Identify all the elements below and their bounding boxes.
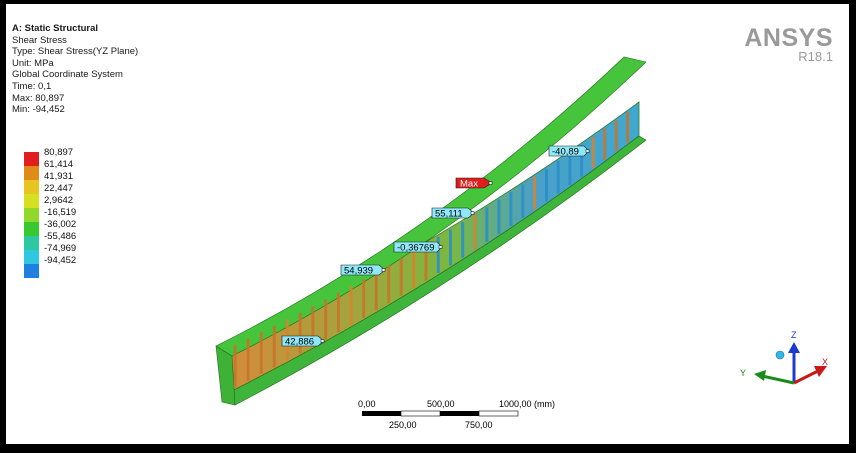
x-axis-arrow-icon [814, 366, 827, 377]
max-probe-label[interactable]: Max [455, 177, 493, 190]
legend-label: 61,414 [44, 159, 74, 170]
analysis-title: A: Static Structural [12, 23, 99, 34]
result-type: Type: Shear Stress(YZ Plane) [12, 46, 139, 58]
result-max: Max: 80,897 [12, 92, 65, 104]
beam-top-flange [215, 56, 647, 357]
logo-version: R18.1 [798, 49, 833, 64]
scale-bar: 0,00 500,00 1000,00 (mm) 250,00 750,00 [358, 399, 555, 430]
legend-label: -74,969 [44, 243, 77, 254]
z-axis-label: Z [791, 330, 797, 340]
x-axis-label: X [822, 357, 828, 367]
probe-label[interactable]: -40,89 [548, 145, 590, 158]
scale-label: 1000,00 (mm) [499, 399, 555, 409]
y-axis-arrow-icon [754, 370, 766, 381]
legend-label: 2,9642 [44, 195, 74, 206]
scale-label: 750,00 [465, 420, 493, 430]
result-name: Shear Stress [12, 34, 67, 46]
legend-swatch [24, 152, 39, 166]
legend-label: 80,897 [44, 147, 74, 158]
legend-swatch [24, 222, 39, 236]
legend-label: 41,931 [44, 171, 74, 182]
probe-value: 42,886 [285, 337, 314, 348]
probe-value: -0,36769 [397, 243, 435, 254]
beam-model-view[interactable]: -40,89 Max 55,111 -0,36769 54,939 42,886 [6, 4, 849, 444]
result-unit: Unit: MPa [12, 57, 54, 69]
legend-label: 22,447 [44, 183, 74, 194]
y-axis-label: Y [740, 368, 746, 378]
legend-swatch [24, 264, 39, 278]
probe-label[interactable]: 54,939 [340, 264, 386, 277]
probe-label[interactable]: 42,886 [281, 335, 325, 348]
legend-swatch [24, 208, 39, 222]
isometric-view-icon[interactable] [775, 350, 785, 360]
legend-label: -55,486 [44, 231, 77, 242]
legend-label: -16,519 [44, 207, 77, 218]
z-axis-arrow-icon [788, 342, 800, 353]
probe-value: 55,111 [435, 209, 463, 220]
scale-label: 500,00 [427, 399, 455, 409]
logo-brand: ANSYS [744, 24, 833, 52]
legend-swatch [24, 236, 39, 250]
result-min: Min: -94,452 [12, 104, 65, 116]
probe-value: 54,939 [344, 266, 373, 277]
beam-bottom-flange [221, 135, 647, 406]
probe-label[interactable]: -0,36769 [393, 241, 443, 254]
scale-label: 250,00 [389, 420, 417, 430]
axis-triad[interactable]: Z X Y [740, 330, 828, 385]
legend-swatch [24, 194, 39, 208]
probe-value: Max [460, 179, 478, 190]
ansys-logo: ANSYS R18.1 [744, 24, 833, 64]
legend-label: -36,002 [44, 219, 77, 230]
result-time: Time: 0,1 [12, 80, 52, 92]
legend-swatch [24, 180, 39, 194]
coordinate-system: Global Coordinate System [12, 69, 123, 81]
legend-label: -94,452 [44, 255, 77, 266]
beam-end-plate [215, 345, 236, 406]
probe-value: -40,89 [552, 147, 579, 158]
legend-swatch [24, 250, 39, 264]
graphics-viewport[interactable]: A: Static Structural Shear Stress Type: … [6, 4, 849, 444]
scale-label: 0,00 [358, 399, 376, 409]
legend-swatch [24, 166, 39, 180]
result-info-panel: A: Static Structural Shear Stress Type: … [12, 23, 138, 116]
probe-label[interactable]: 55,111 [431, 207, 475, 220]
